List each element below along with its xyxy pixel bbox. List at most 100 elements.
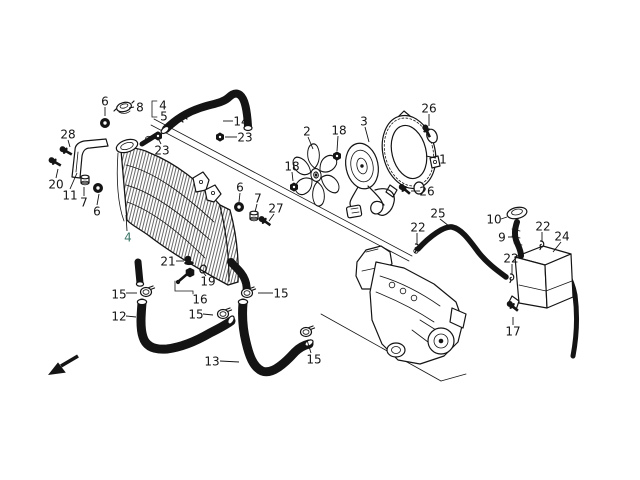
collar <box>80 174 90 186</box>
leader-line <box>202 271 207 277</box>
leader-line <box>364 126 370 143</box>
part-number-4: 4 <box>124 231 132 245</box>
mount-stay-bracket <box>71 138 109 179</box>
part-number-8: 8 <box>136 101 144 115</box>
part-number-7: 7 <box>80 196 88 210</box>
part-number-10: 10 <box>486 213 501 227</box>
label-group-bracket <box>151 100 158 118</box>
part-number-22: 22 <box>503 252 518 266</box>
siphon-hose <box>415 224 509 280</box>
frame-reference-lines <box>150 118 467 382</box>
leader-line <box>69 172 78 190</box>
part-number-6: 6 <box>236 181 244 195</box>
collar <box>249 210 259 222</box>
reserve-tank <box>506 206 579 359</box>
grommet <box>100 118 110 128</box>
part-number-15: 15 <box>306 353 321 367</box>
leader-line <box>125 315 137 318</box>
radiator-cap <box>113 100 135 114</box>
leader-line <box>238 192 241 203</box>
part-number-3: 3 <box>360 115 368 129</box>
leader-line <box>425 155 437 159</box>
part-number-9: 9 <box>498 231 506 245</box>
tank-cap <box>506 206 528 220</box>
engine-assembly <box>355 245 467 365</box>
part-number-14: 14 <box>233 115 248 129</box>
grommet <box>93 183 103 193</box>
tube-clip <box>509 273 515 284</box>
direction-arrow-icon <box>48 354 79 375</box>
leader-line <box>158 139 162 145</box>
part-number-21: 21 <box>160 255 175 269</box>
hose-clamp <box>139 285 156 298</box>
leader-line <box>291 171 294 182</box>
part-number-25: 25 <box>430 207 445 221</box>
leader-line <box>128 106 135 109</box>
bolt <box>58 144 74 158</box>
part-number-20: 20 <box>48 178 63 192</box>
part-number-26: 26 <box>421 102 436 116</box>
part-number-4: 4 <box>159 99 167 113</box>
drain-parts <box>174 255 207 295</box>
fasteners <box>47 118 545 338</box>
part-number-18: 18 <box>331 124 346 138</box>
hose-clamp <box>299 325 316 338</box>
bolt <box>257 214 273 229</box>
leader-line <box>552 241 562 253</box>
part-number-17: 17 <box>505 325 520 339</box>
nut <box>216 132 224 142</box>
leader-line <box>268 213 275 222</box>
radiator-core <box>120 147 239 286</box>
part-number-7: 7 <box>254 192 262 206</box>
nut <box>290 182 298 192</box>
bolt <box>47 155 63 169</box>
leader-line <box>336 135 339 152</box>
radiator <box>115 138 252 297</box>
part-number-18: 18 <box>284 160 299 174</box>
part-number-23: 23 <box>237 131 252 145</box>
part-number-1: 1 <box>439 153 447 167</box>
part-number-28: 28 <box>60 128 75 142</box>
part-number-13: 13 <box>204 355 219 369</box>
leader-line <box>219 360 240 363</box>
leader-line <box>96 193 100 206</box>
hoses <box>136 89 509 377</box>
part-number-22: 22 <box>535 220 550 234</box>
part-number-24: 24 <box>554 230 569 244</box>
leader-line <box>55 168 59 179</box>
part-number-11: 11 <box>62 189 77 203</box>
nut <box>333 151 341 161</box>
nut <box>154 131 162 141</box>
part-number-27: 27 <box>268 202 283 216</box>
part-number-12: 12 <box>111 310 126 324</box>
part-number-19: 19 <box>200 275 215 289</box>
cooling-fan <box>292 143 340 207</box>
part-number-15: 15 <box>111 288 126 302</box>
grommet <box>234 202 244 212</box>
part-number-6: 6 <box>101 95 109 109</box>
leader-line <box>439 218 450 227</box>
o-ring <box>199 264 207 274</box>
part-number-16: 16 <box>192 293 207 307</box>
leader-line <box>500 216 508 220</box>
drain-cock <box>175 267 195 285</box>
fan-shroud <box>381 110 441 198</box>
fan-motor <box>345 142 395 219</box>
lower-left-hose <box>136 298 236 354</box>
leader-line <box>67 139 71 148</box>
part-number-15: 15 <box>188 308 203 322</box>
part-number-26: 26 <box>419 185 434 199</box>
leader-line <box>125 214 128 232</box>
lower-right-hose <box>237 298 314 377</box>
part-number-23: 23 <box>154 144 169 158</box>
part-number-6: 6 <box>93 205 101 219</box>
part-number-15: 15 <box>273 287 288 301</box>
wire-connector <box>345 204 363 219</box>
part-number-5: 5 <box>160 110 168 124</box>
leader-line <box>307 136 314 150</box>
motor-wire <box>349 186 359 208</box>
leader-lines <box>55 106 562 363</box>
